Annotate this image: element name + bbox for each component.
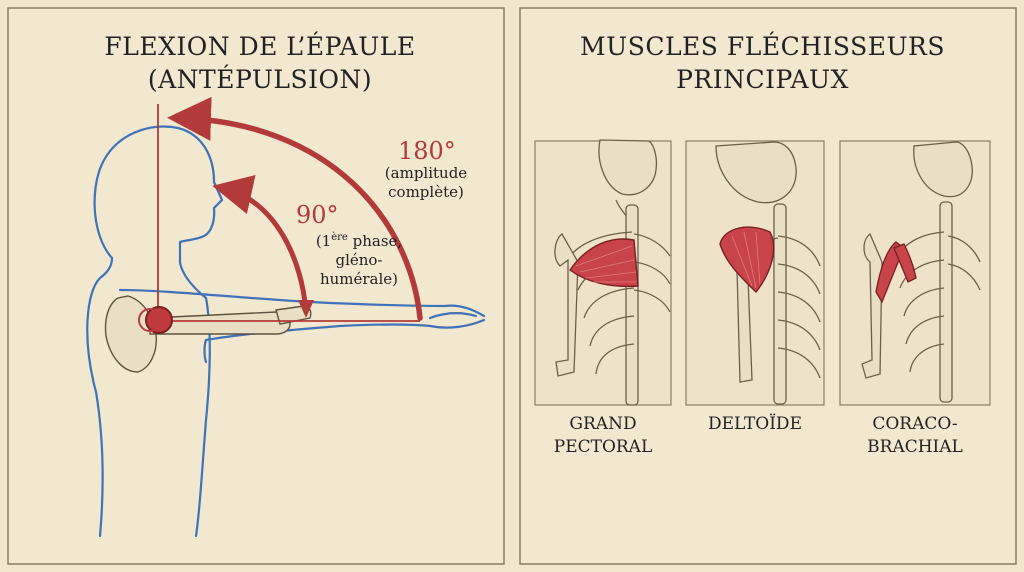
muscle-panel-coraco-brachial [839, 140, 991, 406]
muscle-label-line1: GRAND [569, 414, 637, 434]
muscle-panel-deltoide [685, 140, 825, 406]
angle-90-note-line1: (1ère phase, [300, 232, 418, 251]
angle-90-note-line2: gléno- [335, 251, 383, 269]
left-title: FLEXION DE L’ÉPAULE (ANTÉPULSION) [40, 30, 480, 96]
angle-180-note: (amplitude complète) [370, 164, 482, 202]
angle-90-note: (1ère phase, gléno- humérale) [300, 232, 418, 289]
muscle-label-coraco-brachial: CORACO- BRACHIAL [840, 413, 990, 459]
angle-90-note-line3: humérale) [319, 270, 399, 288]
angle-90-note-suffix: phase, [347, 232, 403, 250]
muscle-label-deltoide: DELTOÏDE [680, 413, 830, 436]
arc-90-arrow [212, 175, 309, 315]
muscle-label-line2: PECTORAL [553, 437, 653, 457]
left-title-line2: (ANTÉPULSION) [147, 65, 373, 94]
muscle-panel-grand-pectoral [534, 139, 672, 406]
shoulder-joint-marker [145, 306, 173, 334]
angle-90-note-prefix: (1 [315, 232, 332, 250]
right-title-line2: PRINCIPAUX [676, 65, 849, 94]
muscle-label-grand-pectoral: GRAND PECTORAL [528, 413, 678, 459]
muscle-label-line1: CORACO- [872, 414, 958, 434]
angle-180-note-line2: complète) [388, 183, 464, 201]
arc-90-arrowhead-bottom [298, 300, 314, 318]
angle-90-note-sup: ère [331, 232, 348, 243]
left-panel-frame [7, 7, 505, 565]
angle-180-label: 180° [398, 137, 456, 165]
right-title-line1: MUSCLES FLÉCHISSEURS [580, 32, 945, 61]
right-title: MUSCLES FLÉCHISSEURS PRINCIPAUX [535, 30, 990, 96]
muscle-label-line1: DELTOÏDE [708, 414, 802, 434]
shoulder-joint-marker-back [138, 308, 162, 332]
left-title-line1: FLEXION DE L’ÉPAULE [104, 32, 416, 61]
arc-180-arrow [167, 96, 423, 321]
muscle-label-line2: BRACHIAL [867, 437, 963, 457]
angle-180-note-line1: (amplitude [384, 164, 468, 182]
angle-90-label: 90° [296, 201, 339, 229]
